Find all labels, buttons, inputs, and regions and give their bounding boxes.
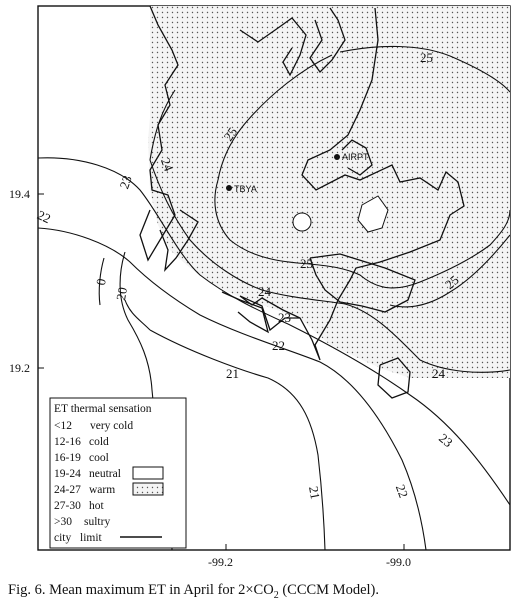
- legend-label: sultry: [84, 516, 110, 528]
- contour-24-west: [149, 89, 176, 161]
- y-tick-label: 19.2: [9, 361, 30, 375]
- contour-24-main: [149, 159, 511, 373]
- contour-23: [37, 157, 511, 506]
- legend-range: 12-16: [54, 436, 81, 448]
- contour-25-north: [217, 54, 333, 181]
- contour-label: 24: [432, 366, 446, 381]
- station-markers: TBYA AIRPT: [226, 152, 369, 194]
- contour-label: 24: [158, 156, 177, 174]
- legend-label: neutral: [89, 468, 121, 480]
- caption-suffix: (CCCM Model).: [278, 582, 379, 598]
- contour-label: 22: [393, 482, 412, 499]
- contour-label: 22: [35, 207, 53, 226]
- contour-22: [37, 227, 427, 551]
- contour-label: 25: [420, 50, 433, 65]
- contour-label: 23: [116, 173, 135, 190]
- contour-25-outer: [339, 45, 511, 93]
- station-tbya: TBYA: [234, 184, 257, 194]
- legend-range: city: [54, 532, 71, 544]
- caption-prefix: Fig. 6. Mean maximum ET in April for 2×C…: [8, 582, 274, 598]
- legend-label: hot: [89, 500, 105, 512]
- axis-ticks: [38, 193, 405, 550]
- legend-label: cool: [89, 452, 109, 464]
- contour-25-south: [389, 234, 511, 308]
- legend-range: 24-27: [54, 484, 81, 496]
- x-tick-label: -99.2: [208, 555, 233, 569]
- contour-label: 24: [258, 284, 272, 299]
- contour-label: 20: [113, 286, 130, 301]
- legend-swatch-neutral: [132, 466, 164, 480]
- warm-zone: [148, 6, 510, 378]
- station-dot-tbya: [226, 185, 232, 191]
- contour-label: 22: [272, 338, 285, 353]
- contour-label: 0: [93, 277, 109, 286]
- legend-label: limit: [80, 532, 103, 544]
- contour-label: 23: [436, 430, 456, 450]
- contour-0: [98, 257, 105, 306]
- legend-label: very cold: [90, 420, 133, 432]
- contour-lines: [37, 45, 511, 551]
- contour-25-inner: [214, 179, 511, 289]
- contour-label: 23: [278, 310, 291, 325]
- contour-label: 21: [226, 366, 239, 381]
- y-tick-label: 19.4: [9, 187, 30, 201]
- legend-range: 27-30: [54, 500, 81, 512]
- legend-range: <12: [54, 420, 72, 432]
- legend-range: >30: [54, 516, 72, 528]
- contour-label: 21: [306, 485, 323, 500]
- station-airpt: AIRPT: [342, 152, 369, 162]
- legend-label: cold: [89, 436, 109, 448]
- legend-swatch-warm: [132, 482, 164, 496]
- city-feature-east: [357, 195, 389, 233]
- legend-label: warm: [89, 484, 115, 496]
- figure-caption: Fig. 6. Mean maximum ET in April for 2×C…: [8, 582, 513, 601]
- city-limit: [139, 5, 465, 399]
- caption-subscript: 2: [273, 589, 279, 601]
- x-tick-label: -99.0: [386, 555, 411, 569]
- legend: ET thermal sensation <12 very cold 12-16…: [49, 397, 187, 549]
- legend-range: 16-19: [54, 452, 81, 464]
- contour-21-west: [124, 299, 151, 331]
- station-dot-airpt: [334, 154, 340, 160]
- legend-range: 19-24: [54, 468, 81, 480]
- et-contour-map: TBYA AIRPT 25 25 25 25 24 24 24 23 23 23…: [9, 5, 511, 569]
- contour-label: 25: [300, 256, 313, 271]
- contour-21: [149, 329, 326, 551]
- city-feature-oval: [292, 212, 312, 232]
- legend-title: ET thermal sensation: [54, 403, 152, 415]
